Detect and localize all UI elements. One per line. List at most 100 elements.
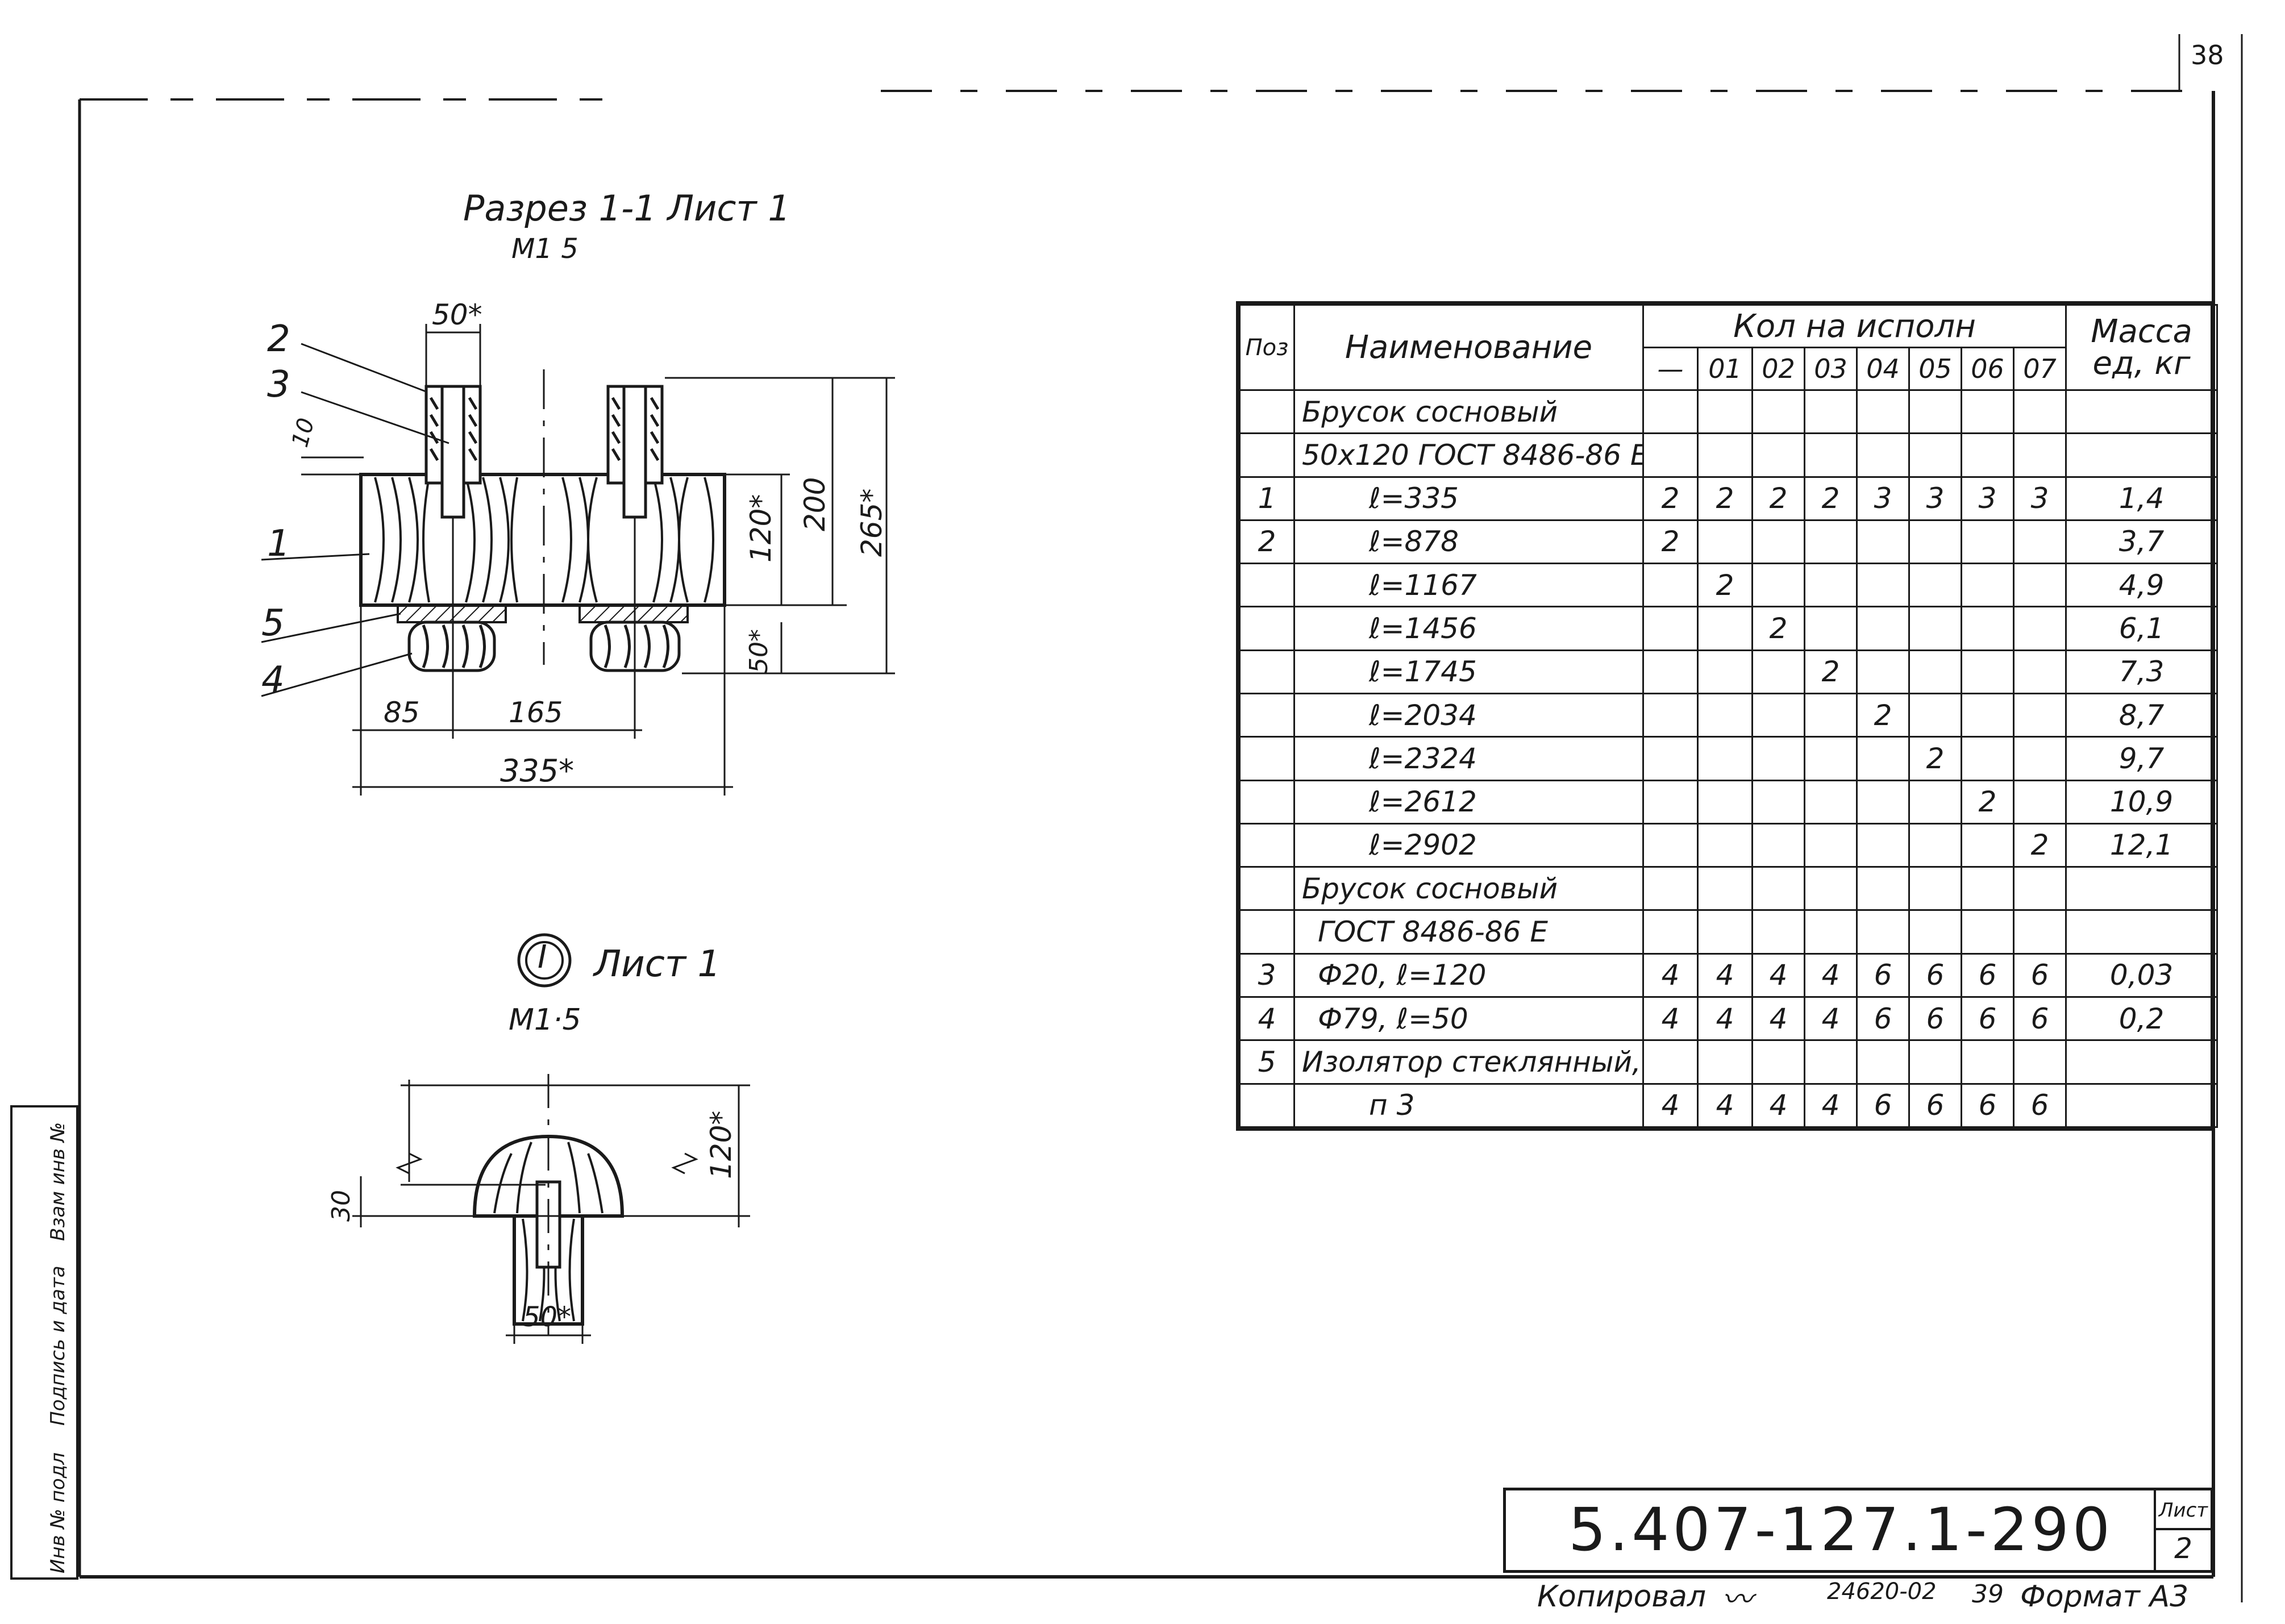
cell-qty (1642, 389, 1699, 435)
dim-left-offset: 85 (384, 696, 420, 729)
cell-qty (1961, 606, 2015, 651)
cell-qty (1856, 389, 1910, 435)
cell-mass: 0,2 (2065, 996, 2219, 1042)
wood-grain (374, 477, 714, 603)
cell-qty (1856, 1039, 1910, 1085)
section-title: Разрез 1-1 Лист 1 (463, 188, 790, 229)
cell-pos: 1 (1239, 476, 1295, 521)
cell-qty (1856, 563, 1910, 608)
strip-signature-date: Подпись и дата (47, 1265, 69, 1426)
cell-qty: 6 (1961, 952, 2015, 998)
sheet-label: Лист (2154, 1490, 2211, 1530)
cell-qty: 2 (1697, 563, 1753, 608)
callout-4: 4 (261, 659, 285, 701)
cell-pos (1239, 736, 1295, 781)
cell-pos: 5 (1239, 1039, 1295, 1085)
cell-qty: 6 (1856, 1082, 1910, 1128)
cell-name: Ф20, ℓ=120 (1293, 952, 1644, 998)
cell-mass: 9,7 (2065, 736, 2219, 781)
cell-qty (1697, 866, 1753, 911)
cell-qty (1642, 1039, 1699, 1085)
footer-format: Формат А3 (2020, 1580, 2189, 1614)
cell-pos (1239, 432, 1295, 478)
cell-qty: 4 (1804, 952, 1858, 998)
cell-qty (1856, 736, 1910, 781)
cell-qty (1961, 692, 2015, 738)
cell-qty (1642, 606, 1699, 651)
cell-pos (1239, 606, 1295, 651)
cell-qty: 6 (1961, 996, 2015, 1042)
header-mass: Масса ед, кг (2065, 304, 2219, 391)
cell-qty: 6 (2012, 996, 2067, 1042)
cell-qty (1697, 432, 1753, 478)
dim-height-200: 200 (798, 477, 831, 531)
footer-number: 39 (1972, 1580, 2004, 1609)
cell-qty (1751, 822, 1805, 868)
header-qty-group: Кол на исполн (1642, 304, 2067, 348)
cell-qty: 2 (2012, 822, 2067, 868)
callout-2: 2 (267, 318, 290, 360)
header-variant: 04 (1856, 347, 1910, 391)
cell-pos (1239, 692, 1295, 738)
sheet-number: 2 (2154, 1527, 2211, 1570)
cell-qty (1697, 389, 1753, 435)
cell-qty: 2 (1642, 519, 1699, 565)
cell-qty (1961, 563, 2015, 608)
cell-pos: 3 (1239, 952, 1295, 998)
cell-pos (1239, 822, 1295, 868)
cell-qty (1751, 432, 1805, 478)
cell-qty (1697, 736, 1753, 781)
cell-name: Изолятор стеклянный, (1293, 1039, 1644, 1085)
cell-qty: 3 (1908, 476, 1962, 521)
cell-qty: 2 (1804, 476, 1858, 521)
cell-name: Брусок сосновый (1293, 866, 1644, 911)
cell-qty (2012, 432, 2067, 478)
cell-qty (1961, 909, 2015, 955)
dimension-lines (301, 324, 895, 796)
cell-qty (1642, 649, 1699, 694)
cell-mass (2065, 1082, 2219, 1128)
cell-qty: 6 (1856, 952, 1910, 998)
cell-qty: 4 (1804, 1082, 1858, 1128)
cell-qty: 4 (1751, 1082, 1805, 1128)
cell-qty: 6 (1908, 1082, 1962, 1128)
cell-mass: 1,4 (2065, 476, 2219, 521)
callout-1: 1 (267, 523, 290, 565)
header-variant: 05 (1908, 347, 1962, 391)
cell-name: ℓ=878 (1293, 519, 1644, 565)
cell-qty (1804, 736, 1858, 781)
cell-qty (1804, 779, 1858, 825)
cell-qty (1697, 649, 1753, 694)
pad-right (578, 604, 689, 623)
detail-marker-outer (517, 933, 572, 988)
cell-name: Брусок сосновый (1293, 389, 1644, 435)
cell-qty (1697, 692, 1753, 738)
doc-code: 5.407-127.1-290 (1568, 1495, 2114, 1564)
callout-5: 5 (261, 602, 285, 644)
cell-mass (2065, 432, 2219, 478)
cell-pos (1239, 779, 1295, 825)
cell-qty (2012, 389, 2067, 435)
cell-qty (1856, 779, 1910, 825)
cell-pos (1239, 1082, 1295, 1128)
cell-qty (2012, 606, 2067, 651)
cell-qty: 3 (1856, 476, 1910, 521)
detail-dim-depth: 30 (327, 1190, 356, 1222)
pin-left (424, 385, 482, 519)
dim-height-265: 265* (855, 488, 888, 557)
cell-qty (2012, 779, 2067, 825)
cell-qty (1961, 1039, 2015, 1085)
cell-qty (1908, 563, 1962, 608)
cell-mass: 0,03 (2065, 952, 2219, 998)
cell-qty (1961, 432, 2015, 478)
cell-name: 50x120 ГОСТ 8486-86 Е (1293, 432, 1644, 478)
copier-signature-mark: 〰 (1722, 1581, 1753, 1617)
cell-qty: 2 (1961, 779, 2015, 825)
